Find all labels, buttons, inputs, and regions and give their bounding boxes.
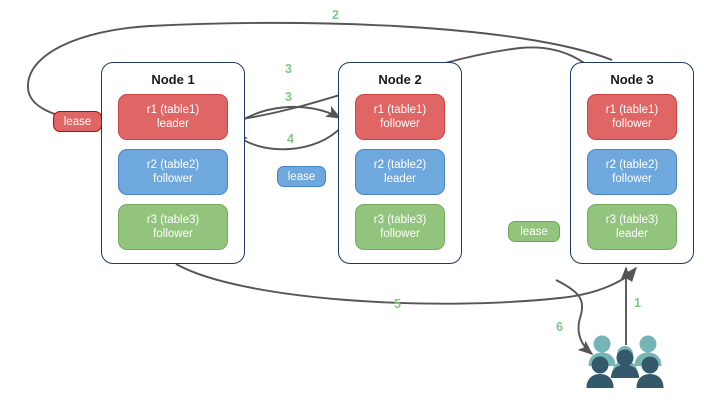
node-container-3[interactable]: Node 3 r1 (table1) follower r2 (table2) … bbox=[570, 62, 694, 264]
replica-role: leader bbox=[384, 173, 416, 185]
arrow-step-5 bbox=[175, 263, 637, 305]
step-label-4: 4 bbox=[287, 132, 294, 146]
replica-name: r3 (table3) bbox=[373, 214, 427, 226]
replica-r1[interactable]: r1 (table1) follower bbox=[355, 94, 445, 140]
lease-badge-blue[interactable]: lease bbox=[277, 166, 326, 187]
replica-r1[interactable]: r1 (table1) leader bbox=[118, 94, 228, 140]
replica-role: follower bbox=[380, 228, 420, 240]
replica-name: r2 (table2) bbox=[373, 159, 427, 171]
replica-name: r3 (table3) bbox=[146, 214, 200, 226]
replica-r1[interactable]: r1 (table1) follower bbox=[587, 94, 677, 140]
step-label-6: 6 bbox=[556, 320, 563, 334]
replica-role: leader bbox=[157, 118, 189, 130]
step-label-3-upper: 3 bbox=[285, 62, 292, 76]
replica-r3[interactable]: r3 (table3) follower bbox=[355, 204, 445, 250]
replica-role: follower bbox=[153, 173, 193, 185]
replica-name: r1 (table1) bbox=[373, 104, 427, 116]
node-title: Node 2 bbox=[378, 72, 422, 87]
replica-name: r3 (table3) bbox=[605, 214, 659, 226]
arrow-step-3-lower bbox=[229, 105, 342, 130]
replica-name: r1 (table1) bbox=[605, 104, 659, 116]
node-container-2[interactable]: Node 2 r1 (table1) follower r2 (table2) … bbox=[338, 62, 462, 264]
replica-role: follower bbox=[380, 118, 420, 130]
node-container-1[interactable]: Node 1 r1 (table1) leader r2 (table2) fo… bbox=[101, 62, 245, 264]
node-title: Node 1 bbox=[151, 72, 195, 87]
replica-r2[interactable]: r2 (table2) leader bbox=[355, 149, 445, 195]
replica-r2[interactable]: r2 (table2) follower bbox=[118, 149, 228, 195]
replica-role: leader bbox=[616, 228, 648, 240]
users-group-icon bbox=[586, 335, 664, 388]
replica-name: r2 (table2) bbox=[146, 159, 200, 171]
lease-badge-green[interactable]: lease bbox=[508, 221, 560, 242]
replica-r3[interactable]: r3 (table3) follower bbox=[118, 204, 228, 250]
node-title: Node 3 bbox=[610, 72, 654, 87]
replica-role: follower bbox=[612, 118, 652, 130]
step-label-5: 5 bbox=[394, 297, 401, 311]
replica-r2[interactable]: r2 (table2) follower bbox=[587, 149, 677, 195]
step-label-1: 1 bbox=[634, 296, 641, 310]
replica-name: r2 (table2) bbox=[605, 159, 659, 171]
replica-role: follower bbox=[612, 173, 652, 185]
lease-badge-red[interactable]: lease bbox=[53, 111, 102, 132]
replica-r3[interactable]: r3 (table3) leader bbox=[587, 204, 677, 250]
step-label-3-lower: 3 bbox=[285, 90, 292, 104]
step-label-2: 2 bbox=[332, 8, 339, 22]
replica-name: r1 (table1) bbox=[146, 104, 200, 116]
replica-role: follower bbox=[153, 228, 193, 240]
